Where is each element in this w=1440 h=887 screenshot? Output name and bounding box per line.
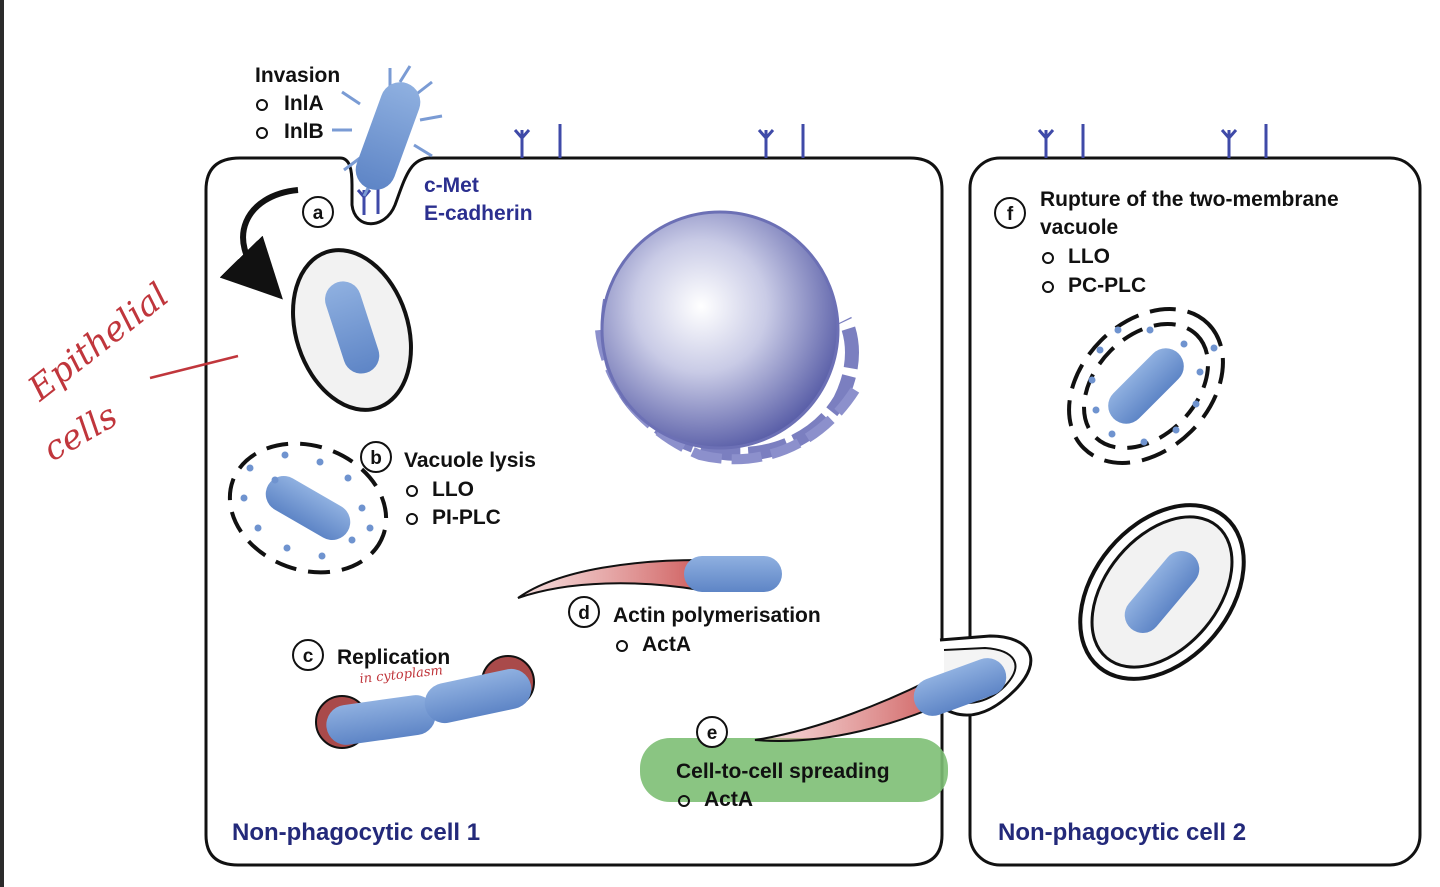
replicating-bacteria <box>315 655 535 749</box>
rupturing-double-vacuole <box>1067 307 1225 465</box>
step-b-marker <box>360 441 392 473</box>
step-e-letter: e <box>707 723 718 744</box>
double-membrane-vacuole <box>1078 503 1246 681</box>
step-b-item-llo: LLO <box>432 478 474 501</box>
handwritten-label-line2: cells <box>37 396 125 470</box>
step-d-item-acta: ActA <box>642 633 691 656</box>
step-a-letter: a <box>313 203 324 224</box>
lysing-vacuole <box>227 441 389 575</box>
step-d-title: Actin polymerisation <box>613 604 821 627</box>
spreading-bacterium <box>754 658 1007 742</box>
handwritten-label-line1: Epithelial <box>20 275 176 409</box>
receptor-label-ecadherin: E-cadherin <box>424 202 533 225</box>
step-b-letter: b <box>370 448 382 469</box>
step-f-item-llo: LLO <box>1068 245 1110 268</box>
step-f-letter: f <box>1007 204 1014 225</box>
single-membrane-vacuole <box>291 248 413 412</box>
invasion-title: Invasion <box>255 64 340 87</box>
step-c-title: Replication <box>337 646 450 669</box>
step-f-item-pcplc: PC-PLC <box>1068 274 1146 297</box>
step-e-title: Cell-to-cell spreading <box>676 760 890 783</box>
step-f-title-line2: vacuole <box>1040 216 1118 239</box>
cell-2-title: Non-phagocytic cell 2 <box>998 819 1246 846</box>
step-e-item-acta: ActA <box>704 788 753 811</box>
step-d-marker <box>568 596 600 628</box>
step-f-title-line1: Rupture of the two-membrane <box>1040 188 1339 211</box>
nucleus <box>595 210 860 465</box>
actin-tail-bacterium <box>517 556 782 599</box>
invasion-item-inla: InlA <box>284 92 324 115</box>
step-b-title: Vacuole lysis <box>404 449 536 472</box>
step-c-marker <box>292 639 324 671</box>
step-f-marker <box>994 197 1026 229</box>
step-b-item-piplc: PI-PLC <box>432 506 501 529</box>
step-d-letter: d <box>578 603 590 624</box>
step-c-letter: c <box>303 646 314 667</box>
step-a-marker <box>302 196 334 228</box>
cell-1-title: Non-phagocytic cell 1 <box>232 819 480 846</box>
receptor-label-cmet: c-Met <box>424 174 479 197</box>
invasion-item-inlb: InlB <box>284 120 324 143</box>
internalization-arrow <box>219 187 299 300</box>
step-e-marker <box>696 716 728 748</box>
invading-bacterium <box>332 65 443 197</box>
left-edge-bar <box>0 0 4 887</box>
spreading-highlight <box>640 738 948 802</box>
